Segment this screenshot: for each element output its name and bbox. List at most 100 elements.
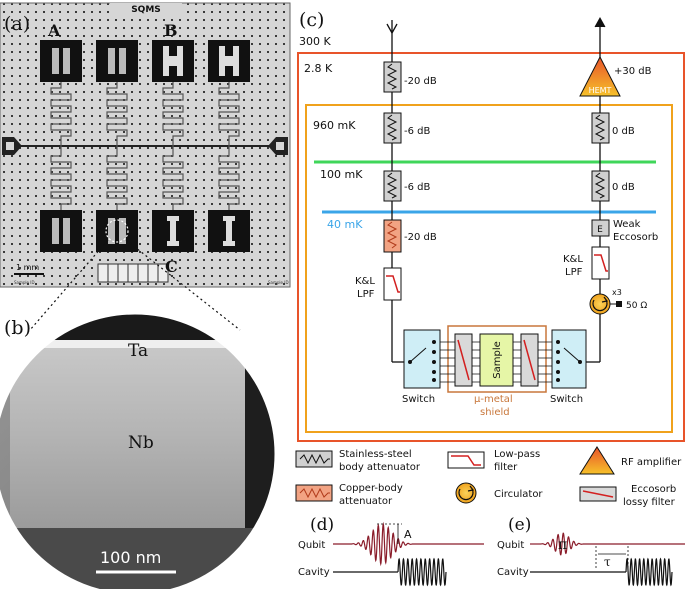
legend-eccosorb-icon [579,486,617,502]
tau-label: τ [604,555,611,569]
panel-b-label: (b) [4,317,31,339]
chip-footer-right: Sample ID [268,280,289,285]
panel-d-label: (d) [310,515,334,535]
legend-copper-1: Copper-body [339,483,403,494]
panel-c: (c) 300 K 2.8 K 960 mK 100 mK 40 mK -20 … [297,9,685,442]
input-att-3-label: -6 dB [404,182,430,193]
stage-960mk [305,104,673,433]
scalebar-a-label: 1 mm [16,263,39,272]
eccosorb-left [454,333,473,387]
hemt-amplifier [579,55,621,97]
legend-copper-icon [295,484,333,502]
qubit-device-bottom-2 [96,210,138,252]
cavity-pulse-e [625,557,673,587]
panel-b: (b) Ta Nb 100 nm [0,313,276,589]
panel-c-label: (c) [299,9,324,31]
input-lpf [383,267,402,301]
switch-left-label: Switch [402,394,435,405]
switch-right [551,329,587,389]
legend-copper-2: attenuator [339,496,393,507]
device-label-a: A [47,21,61,40]
hemt-label: HEMT [589,86,612,95]
output-arrow [594,16,606,28]
eccosorb-label-2: Eccosorb [613,232,658,243]
device-label-c: C [165,257,178,276]
panel-a: SQMS (a) A B [0,2,291,288]
output-attenuator-1 [591,112,610,144]
qubit-device-bottom-4 [208,210,250,252]
tem-circle [0,313,276,589]
device-label-b: B [164,21,178,40]
termination-label: 50 Ω [626,301,647,311]
legend-lpf-2: filter [494,462,518,473]
zoom-line-right [125,239,241,331]
qubit-device-top-1 [40,40,82,82]
qubit-device-top-4 [208,40,250,82]
scalebar-b-label: 100 nm [100,548,161,567]
legend-eccosorb-1: Eccosorb [631,484,676,495]
circulator [589,293,611,315]
switch-right-label: Switch [550,394,583,405]
panel-a-label: (a) [4,13,30,35]
input-attenuator-3 [383,170,402,202]
amp-gain-label: +30 dB [614,66,652,77]
weak-eccosorb-filter: E [591,219,610,237]
input-attenuator-4-copper [383,219,402,253]
sample-box [479,333,514,387]
chip-logo [110,3,182,13]
temp-960mk: 960 mK [313,119,356,132]
output-att-2-label: 0 dB [612,182,635,193]
qubit-device-bottom-1 [40,210,82,252]
switch-left [403,329,441,389]
eccosorb-glyph: E [597,225,603,235]
panel-e-cavity: Cavity [497,567,529,578]
input-lpf-label-1: K&L [355,276,375,287]
amp-label: A [404,528,412,541]
stage-2-8k [297,52,685,442]
sample-label: Sample [492,341,503,379]
temp-2-8k: 2.8 K [304,62,333,75]
legend-lpf-1: Low-pass [494,449,540,460]
input-att-4-label: -20 dB [404,232,437,243]
nb-label: Nb [128,433,154,453]
resonators-bottom [50,146,240,214]
input-lpf-label-2: LPF [357,289,375,300]
mu-metal-shield [447,325,547,393]
legend-stainless-1: Stainless-steel [339,449,412,460]
qubit-pulse-e [540,532,584,556]
temp-300k: 300 K [299,35,331,48]
panel-d-qubit: Qubit [298,540,325,551]
legend-eccosorb-2: lossy filter [623,497,676,508]
legend-circulator-icon [455,482,477,504]
qubit-device-top-3 [152,40,194,82]
temp-40mk: 40 mK [327,218,363,231]
panel-e-label: (e) [508,515,531,535]
legend-rf-amp: RF amplifier [621,457,682,468]
pi-label: π [558,537,567,553]
ta-label: Ta [128,341,148,361]
termination [616,301,622,307]
qubit-pulse-d [351,521,413,567]
resonators-top [50,82,240,146]
cavity-pulse-d [397,557,447,587]
qubit-device-top-2 [96,40,138,82]
qubit-device-bottom-3 [152,210,194,252]
input-attenuator-1 [383,61,402,93]
legend-lpf-icon [447,451,485,469]
output-lpf-label-1: K&L [563,254,583,265]
input-attenuator-2 [383,112,402,144]
circulator-mult: x3 [612,288,622,297]
legend-stainless-2: body attenuator [339,462,421,473]
eccosorb-right [520,333,539,387]
chip-footer-left: Sample ID [14,280,35,285]
input-arrow [386,23,398,35]
output-att-1-label: 0 dB [612,126,635,137]
panel-d-cavity: Cavity [298,567,330,578]
eccosorb-label-1: Weak [613,219,641,230]
legend-circulator: Circulator [494,489,543,500]
legend-stainless-icon [295,450,333,468]
output-lpf [591,246,610,280]
legend-rf-amp-icon [579,446,615,475]
output-lpf-label-2: LPF [565,267,583,278]
temp-100mk: 100 mK [320,168,363,181]
